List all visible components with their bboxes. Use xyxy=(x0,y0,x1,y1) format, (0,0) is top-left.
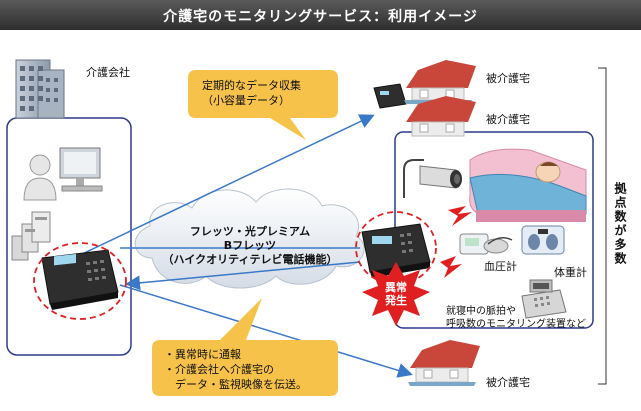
cloud-line1: フレッツ・光プレミアム xyxy=(189,225,311,238)
alert-line2: 発生 xyxy=(385,294,407,307)
callout-top-line1: 定期的なデータ収集 xyxy=(202,79,301,92)
home-label-2: 被介護宅 xyxy=(486,113,530,126)
company-terminal-icon xyxy=(41,249,119,310)
scale-label: 体重計 xyxy=(554,266,587,279)
alert-text: 異常 発生 xyxy=(376,281,416,307)
company-frame xyxy=(6,117,132,356)
cloud-line3: （ハイクオリティテレビ電話機能） xyxy=(162,253,338,266)
alert-line1: 異常 xyxy=(385,281,407,294)
company-label: 介護会社 xyxy=(86,66,130,79)
cloud-line2: Bフレッツ xyxy=(223,239,277,252)
callout-bottom-line2: ・介護会社へ介護宅の xyxy=(164,363,274,376)
side-bracket xyxy=(598,67,607,385)
network-cloud xyxy=(134,188,365,289)
title-bar: 介護宅のモニタリングサービス：利用イメージ xyxy=(0,0,641,30)
camera-icon xyxy=(403,159,462,198)
side-label: 拠点数が多数 xyxy=(613,182,627,266)
server-icon xyxy=(11,211,51,261)
signal-bolt-icon-1 xyxy=(448,206,472,226)
callout-top-line2: （小容量データ） xyxy=(202,94,290,107)
blood-pressure-label: 血圧計 xyxy=(484,260,517,273)
arrow-to-home-bottom xyxy=(119,284,413,378)
house-icon-1 xyxy=(404,60,476,104)
cloud-text: フレッツ・光プレミアム Bフレッツ （ハイクオリティテレビ電話機能） xyxy=(150,225,350,267)
company-device-highlight xyxy=(33,242,127,320)
alert-burst xyxy=(362,262,430,326)
monitor-label-line1: 就寝中の脈拍や xyxy=(446,306,516,317)
small-terminal-icon xyxy=(373,83,407,109)
home-device-highlight xyxy=(355,211,437,285)
arrow-alert-to-company xyxy=(125,261,361,291)
callout-bottom-text: ・異常時に通報 ・介護会社へ介護宅の データ・監視映像を伝送。 xyxy=(164,347,307,392)
monitoring-device-icon xyxy=(521,279,567,319)
callout-bottom-line1: ・異常時に通報 xyxy=(164,348,241,361)
house-icon-3 xyxy=(408,340,480,386)
callout-top-shape xyxy=(188,70,338,140)
patient-in-bed-icon xyxy=(469,148,587,222)
home-label-3: 被介護宅 xyxy=(486,376,530,389)
home-label-1: 被介護宅 xyxy=(486,72,530,85)
operator-icon xyxy=(23,147,103,201)
weight-scale-icon xyxy=(521,225,565,255)
page-title: 介護宅のモニタリングサービス：利用イメージ xyxy=(163,9,478,25)
office-building-icon xyxy=(15,59,65,119)
callout-bottom-line3: データ・監視映像を伝送。 xyxy=(164,378,307,391)
monitor-label-line2: 呼吸数のモニタリング装置など xyxy=(446,319,586,330)
callout-bottom-shape xyxy=(152,298,338,396)
callout-top-text: 定期的なデータ収集 （小容量データ） xyxy=(202,78,301,108)
arrow-to-home-top xyxy=(79,114,375,256)
signal-bolt-icon-2 xyxy=(440,256,462,278)
house-icon-2 xyxy=(406,96,476,137)
blood-pressure-monitor-icon xyxy=(459,233,513,255)
